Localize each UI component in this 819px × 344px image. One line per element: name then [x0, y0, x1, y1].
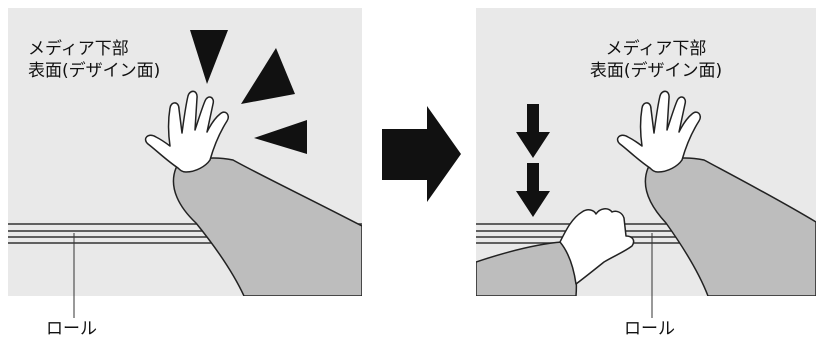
media-surface-label: メディア下部 表面(デザイン面)	[571, 38, 741, 82]
sleeve	[172, 157, 362, 296]
label-line2: 表面(デザイン面)	[28, 61, 161, 81]
impact-arrow-left-icon	[254, 120, 307, 154]
media-surface-label: メディア下部 表面(デザイン面)	[28, 38, 160, 82]
impact-arrow-down-icon	[190, 30, 228, 84]
hand-icon	[616, 90, 702, 173]
left-panel: メディア下部 表面(デザイン面)	[8, 8, 362, 296]
press-down-arrow-icon	[516, 104, 550, 158]
label-line1: メディア下部	[605, 39, 707, 59]
impact-arrow-diagonal-icon	[241, 48, 295, 104]
hand-icon	[144, 90, 230, 173]
label-line2: 表面(デザイン面)	[589, 61, 723, 81]
sleeve	[476, 241, 578, 296]
sleeve	[644, 157, 816, 296]
right-panel-illustration	[476, 90, 816, 296]
transition-arrow-icon	[382, 106, 461, 202]
roll-label: ロール	[624, 319, 675, 339]
press-down-arrow-icon	[516, 163, 550, 217]
left-panel-illustration	[8, 30, 362, 296]
pressing-hand-icon	[559, 208, 635, 285]
label-line1: メディア下部	[28, 39, 129, 59]
right-panel: メディア下部 表面(デザイン面)	[476, 8, 816, 296]
roll-label: ロール	[46, 319, 97, 339]
